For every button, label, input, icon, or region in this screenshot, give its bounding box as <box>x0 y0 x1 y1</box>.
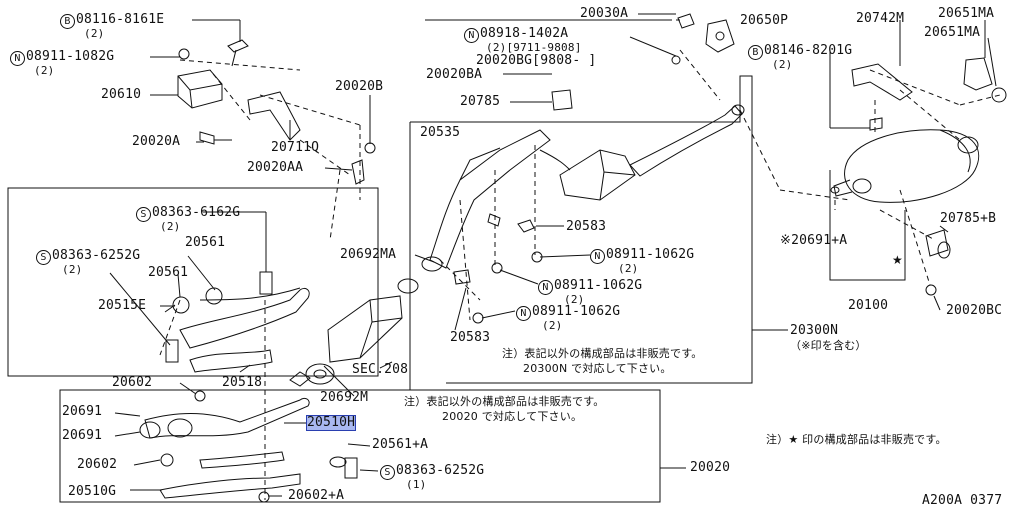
note-20300N-line2: 20300N で対応して下さい。 <box>523 362 672 375</box>
center-section-box <box>59 389 661 503</box>
qty-1062G-b: (2) <box>564 293 585 306</box>
callout-20692M[interactable]: 20692M <box>320 390 369 405</box>
note-20300N-star: （※印を含む） <box>790 339 867 352</box>
qty-08918: (2)[9711-9808] <box>486 41 582 54</box>
callout-20602A[interactable]: 20602+A <box>288 488 345 503</box>
callout-20020BC[interactable]: 20020BC <box>946 303 1003 318</box>
callout-20583-a[interactable]: 20583 <box>566 219 607 234</box>
catalyst-sec208 <box>327 278 419 363</box>
center-pipe-20300N <box>421 104 745 285</box>
front-pipe-20515E <box>164 287 310 373</box>
qty-1062G-c: (2) <box>542 319 563 332</box>
dashed-guides <box>159 19 1001 500</box>
callout-20561A[interactable]: 20561+A <box>372 437 429 452</box>
callout-20602-b[interactable]: 20602 <box>77 457 118 472</box>
callout-20510H-highlighted[interactable]: 20510H <box>306 415 357 431</box>
callout-20561-a[interactable]: 20561 <box>185 235 226 250</box>
callout-20583-b[interactable]: 20583 <box>450 330 491 345</box>
qty-08911-1082G: (2) <box>34 64 55 77</box>
callout-20651MA-b[interactable]: 20651MA <box>924 25 981 40</box>
note-20020-line1: 注）表記以外の構成部品は非販売です。 <box>404 395 605 408</box>
note-20300N-line1: 注）表記以外の構成部品は非販売です。 <box>502 347 703 360</box>
front-pipe-20510 <box>139 363 347 499</box>
svg-text:★: ★ <box>892 253 903 267</box>
callout-20602-a[interactable]: 20602 <box>112 375 153 390</box>
qty-08363-lower: (1) <box>406 478 427 491</box>
callout-20691-a[interactable]: 20691 <box>62 404 103 419</box>
bracket-20711Q <box>247 91 301 141</box>
qty-08116: (2) <box>84 27 105 40</box>
callout-20711Q[interactable]: 20711Q <box>271 140 320 155</box>
callout-20742M[interactable]: 20742M <box>856 11 905 26</box>
callout-20650P[interactable]: 20650P <box>740 13 789 28</box>
center-pipe-group-box-left <box>409 122 446 391</box>
star-markers: ★ <box>892 253 903 267</box>
hangers <box>551 19 1007 259</box>
callout-20691-b[interactable]: 20691 <box>62 428 103 443</box>
callout-20020[interactable]: 20020 <box>690 460 731 475</box>
leader-lines <box>109 13 997 497</box>
note-star-legend: 注）★ 印の構成部品は非販売です。 <box>766 433 947 446</box>
callout-20535[interactable]: 20535 <box>420 125 461 140</box>
qty-08146: (2) <box>772 58 793 71</box>
callout-20692MA[interactable]: 20692MA <box>340 247 397 262</box>
callout-20785[interactable]: 20785 <box>460 94 501 109</box>
callout-20610[interactable]: 20610 <box>101 87 142 102</box>
qty-08363-6252G: (2) <box>62 263 83 276</box>
callout-20651MA-a[interactable]: 20651MA <box>938 6 995 21</box>
callout-20300N[interactable]: 20300N <box>790 323 839 338</box>
callout-20515E[interactable]: 20515E <box>98 298 147 313</box>
callout-20020BG[interactable]: 20020BG[9808- ] <box>476 53 597 68</box>
callout-20785B[interactable]: 20785+B <box>940 211 997 226</box>
callout-20510G[interactable]: 20510G <box>68 484 117 499</box>
callout-20020A[interactable]: 20020A <box>132 134 181 149</box>
callout-20020B[interactable]: 20020B <box>335 79 384 94</box>
center-pipe-group-box-right <box>410 75 753 384</box>
callout-20020BA[interactable]: 20020BA <box>426 67 483 82</box>
callout-20100[interactable]: 20100 <box>848 298 889 313</box>
callout-20030A[interactable]: 20030A <box>580 6 629 21</box>
qty-1062G-a: (2) <box>618 262 639 275</box>
callout-20561-b[interactable]: 20561 <box>148 265 189 280</box>
bracket-20610 <box>177 69 223 109</box>
bolts <box>160 13 937 503</box>
qty-08363-6162G: (2) <box>160 220 181 233</box>
muffler-20100 <box>830 129 980 203</box>
diagram-code: A200A 0377 <box>922 493 1003 508</box>
leader-20100 <box>829 170 906 281</box>
callout-20020AA[interactable]: 20020AA <box>247 160 304 175</box>
callout-20518[interactable]: 20518 <box>222 375 263 390</box>
note-20020-line2: 20020 で対応して下さい。 <box>442 410 583 423</box>
callout-sec208[interactable]: SEC.208 <box>352 362 409 377</box>
front-pipe-group-box <box>7 187 379 377</box>
callout-20691A[interactable]: ※20691+A <box>780 233 848 248</box>
